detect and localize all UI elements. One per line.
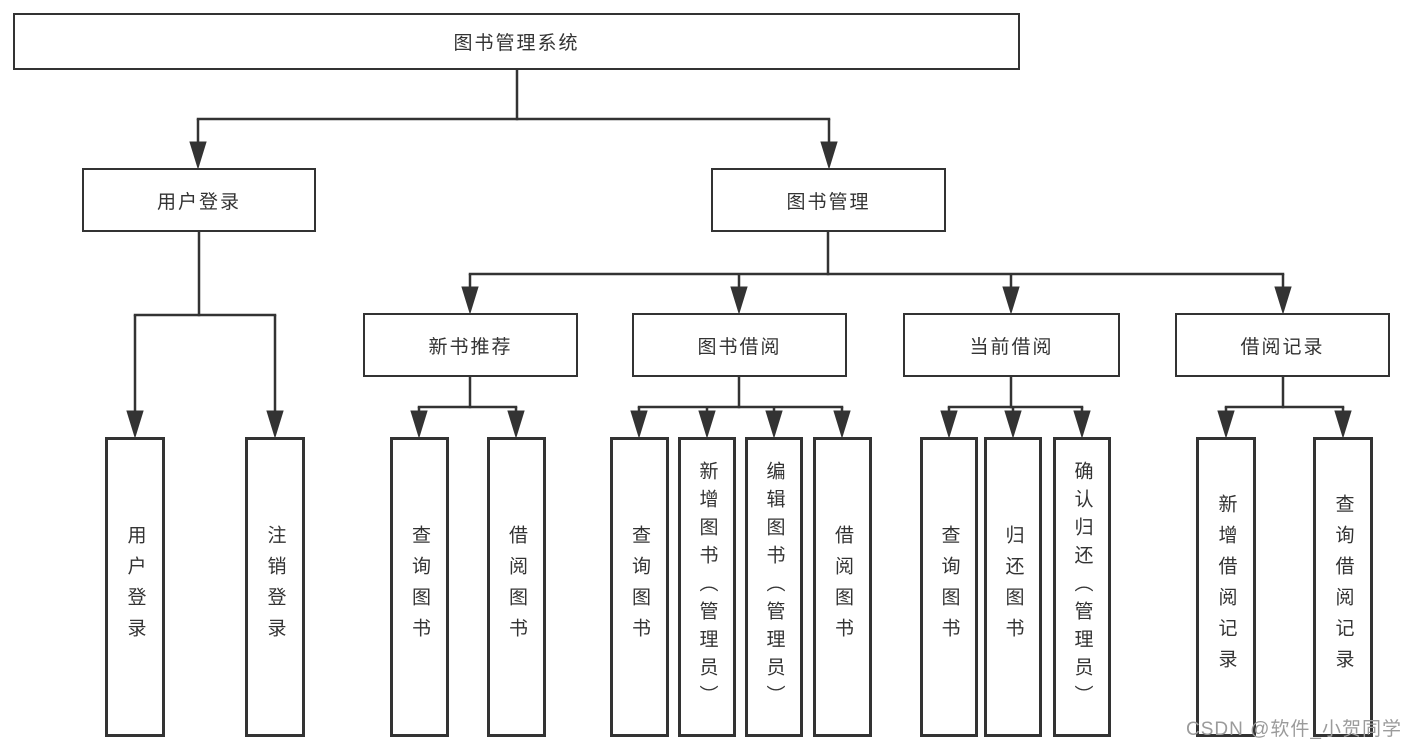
leaf-edit-books-admin-label: 编辑图书（管理员） xyxy=(763,461,785,713)
node-current-borrowing: 当前借阅 xyxy=(903,313,1120,377)
node-root: 图书管理系统 xyxy=(13,13,1020,70)
connector-root-to-level2 xyxy=(189,70,838,170)
leaf-query-books-borrowing-label: 查询图书 xyxy=(629,525,650,649)
leaf-return-books: 归还图书 xyxy=(984,437,1042,737)
node-borrowing-records-label: 借阅记录 xyxy=(1240,336,1325,358)
node-book-borrowing: 图书借阅 xyxy=(632,313,847,377)
node-new-book-recommendation-label: 新书推荐 xyxy=(428,336,513,358)
leaf-logout-label: 注销登录 xyxy=(264,525,286,649)
leaf-user-login: 用户登录 xyxy=(105,437,165,737)
connector-new-book-recommendation-to-leaves xyxy=(410,377,525,439)
leaf-user-login-label: 用户登录 xyxy=(124,525,146,649)
leaf-add-borrow-record-label: 新增借阅记录 xyxy=(1215,494,1237,680)
leaf-confirm-return-admin-label: 确认归还（管理员） xyxy=(1071,461,1093,713)
leaf-query-borrow-record-label: 查询借阅记录 xyxy=(1332,494,1354,680)
leaf-edit-books-admin: 编辑图书（管理员） xyxy=(745,437,803,737)
connector-user-login-to-leaves xyxy=(126,232,284,439)
node-book-management: 图书管理 xyxy=(711,168,946,232)
connector-borrowing-records-to-leaves xyxy=(1217,377,1352,439)
node-user-login: 用户登录 xyxy=(82,168,316,232)
leaf-query-books-borrowing: 查询图书 xyxy=(610,437,669,737)
leaf-borrow-books-borrowing: 借阅图书 xyxy=(813,437,872,737)
leaf-logout: 注销登录 xyxy=(245,437,305,737)
node-book-borrowing-label: 图书借阅 xyxy=(697,336,782,358)
leaf-query-books-recommend: 查询图书 xyxy=(390,437,449,737)
node-new-book-recommendation: 新书推荐 xyxy=(363,313,578,377)
leaf-borrow-books-recommend-label: 借阅图书 xyxy=(506,525,527,649)
leaf-add-borrow-record: 新增借阅记录 xyxy=(1196,437,1256,737)
leaf-confirm-return-admin: 确认归还（管理员） xyxy=(1053,437,1111,737)
connector-book-borrowing-to-leaves xyxy=(630,377,851,439)
node-book-management-label: 图书管理 xyxy=(786,191,871,213)
node-current-borrowing-label: 当前借阅 xyxy=(969,336,1054,358)
leaf-add-books-admin: 新增图书（管理员） xyxy=(678,437,736,737)
leaf-query-books-current-label: 查询图书 xyxy=(938,525,960,649)
leaf-query-books-current: 查询图书 xyxy=(920,437,978,737)
node-user-login-label: 用户登录 xyxy=(156,191,241,213)
leaf-borrow-books-borrowing-label: 借阅图书 xyxy=(832,525,853,649)
node-borrowing-records: 借阅记录 xyxy=(1175,313,1390,377)
leaf-query-borrow-record: 查询借阅记录 xyxy=(1313,437,1373,737)
connector-book-management-to-level3 xyxy=(461,232,1292,315)
leaf-add-books-admin-label: 新增图书（管理员） xyxy=(696,461,718,713)
leaf-return-books-label: 归还图书 xyxy=(1002,525,1024,649)
csdn-watermark: CSDN @软件_小贺同学 xyxy=(1186,719,1402,740)
leaf-query-books-recommend-label: 查询图书 xyxy=(409,525,430,649)
connector-current-borrowing-to-leaves xyxy=(940,377,1091,439)
node-root-label: 图书管理系统 xyxy=(453,33,580,54)
leaf-borrow-books-recommend: 借阅图书 xyxy=(487,437,546,737)
